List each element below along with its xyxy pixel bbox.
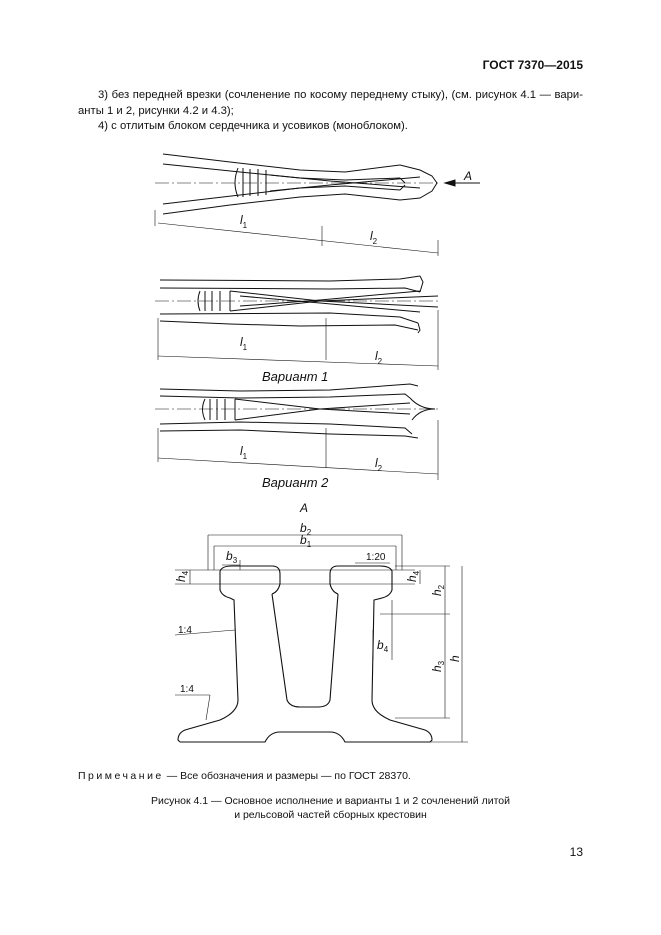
page-number: 13 [569, 845, 583, 859]
frog-drawing-main [154, 153, 480, 256]
slope-1-4-low: 1:4 [180, 684, 194, 695]
dim-b1: b1 [300, 533, 312, 549]
dim-h4-right: h4 [405, 570, 421, 582]
note-text: — Все обозначения и размеры — по ГОСТ 28… [163, 770, 411, 782]
list-item-4: 4) с отлитым блоком сердечника и усовико… [98, 120, 408, 132]
slope-1-20: 1:20 [366, 552, 386, 563]
figure-note: Примечание — Все обозначения и размеры —… [78, 770, 411, 782]
dim-l1-v2: l1 [240, 444, 248, 461]
caption-line-2: и рельсовой частей сборных крестовин [234, 809, 427, 821]
caption-line-1: Рисунок 4.1 — Основное исполнение и вари… [151, 795, 510, 807]
variant-2-label: Вариант 2 [262, 475, 329, 490]
variant-1-label: Вариант 1 [262, 369, 328, 384]
standard-header: ГОСТ 7370—2015 [482, 58, 583, 72]
dim-h3: h3 [430, 660, 446, 672]
view-marker-a: A [463, 169, 472, 183]
slope-1-4-mid: 1:4 [178, 625, 192, 636]
dim-l1-v1: l1 [240, 335, 248, 352]
dim-b4: b4 [377, 638, 389, 654]
frog-drawing-variant-2 [155, 383, 440, 480]
dim-l2-v2: l2 [375, 456, 383, 473]
dim-h4-left: h4 [174, 570, 190, 582]
note-label: Примечание [78, 770, 164, 782]
dim-l2-v1: l2 [375, 349, 383, 366]
dim-h2: h2 [430, 584, 446, 596]
dim-b3: b3 [226, 549, 238, 565]
dim-l2-top: l2 [370, 229, 378, 246]
cross-section-drawing [174, 534, 468, 743]
dim-h: h [448, 655, 462, 662]
section-a-title: А [299, 501, 308, 515]
dim-l1-top: l1 [240, 213, 248, 230]
figure-caption: Рисунок 4.1 — Основное исполнение и вари… [78, 794, 583, 822]
list-item-3: 3) без передней врезки (сочленение по ко… [78, 89, 583, 117]
dim-b2: b2 [300, 521, 312, 537]
frog-drawing-variant-1 [155, 275, 440, 370]
